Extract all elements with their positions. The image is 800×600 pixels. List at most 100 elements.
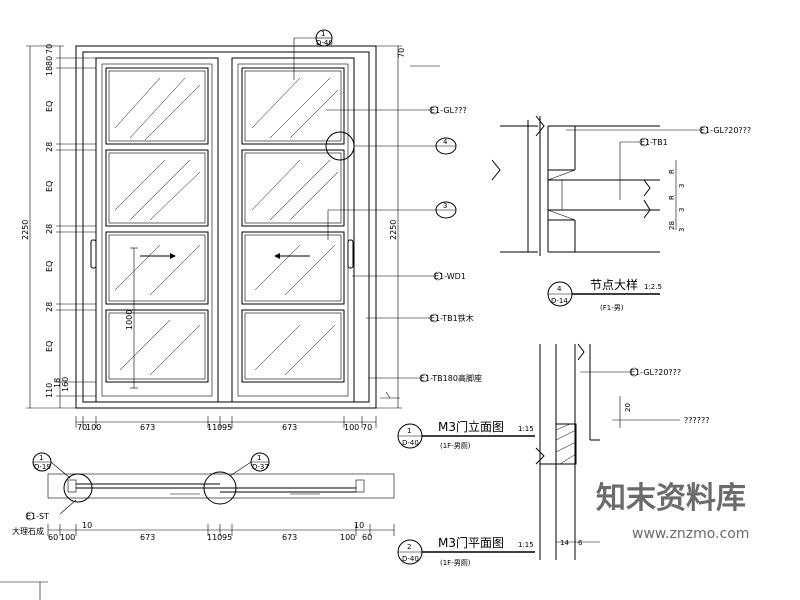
right-door-handle-icon [347, 239, 354, 269]
svg-text:60: 60 [48, 533, 58, 542]
label-wood: E1-WD1 [434, 272, 466, 281]
svg-text:3: 3 [443, 202, 447, 210]
svg-text:673: 673 [140, 423, 155, 432]
svg-text:1: 1 [257, 454, 261, 462]
detail-4: E1-GL?20??? E1-TB1 R 3 R 3 28 3 4 D-14 节… [491, 115, 751, 312]
svg-text:(1F-男厕): (1F-男厕) [440, 559, 471, 567]
watermark-text: 知末资料库 [596, 481, 746, 516]
top-dim-right: 70 [397, 48, 406, 58]
detail4-title: 节点大样 [590, 277, 638, 292]
watermark: 知末资料库 www.znzmo.com [596, 428, 790, 548]
label-frame: E1-TB1铁木 [430, 313, 474, 323]
door-plan: 1 D-19 1 D-37 E1-ST 大理石成 10 10 60 100 67… [0, 452, 395, 600]
svg-text:20: 20 [624, 403, 632, 412]
left-door-handle-icon [90, 239, 97, 269]
leaders-right: E1-GL??? 4 3 E1-WD1 E1-TB1铁木 E1-TB180高脚座 [325, 105, 482, 399]
arrow-left-icon [274, 253, 280, 259]
svg-text:D-14: D-14 [551, 297, 568, 305]
callout-section-1: 1 D-40 [293, 29, 333, 80]
svg-text:14: 14 [560, 539, 569, 547]
bottom-dimension-chain: 70 100 673 110 95 673 100 70 [75, 416, 377, 432]
label-stone-cn: 大理石成 [12, 526, 44, 536]
left-door-leaf [95, 57, 219, 403]
svg-text:100: 100 [344, 423, 359, 432]
svg-text:3: 3 [678, 208, 686, 212]
left-glass-panes [105, 67, 209, 383]
svg-text:70: 70 [77, 423, 87, 432]
svg-text:95: 95 [222, 533, 232, 542]
plan-bubble-mid [203, 471, 237, 505]
svg-text:110: 110 [207, 423, 222, 432]
svg-text:673: 673 [140, 533, 155, 542]
right-door-leaf [231, 57, 355, 403]
top-dim-left: 70 [45, 44, 54, 54]
plan-bubble-left [63, 473, 93, 503]
detail-bubble-4 [325, 131, 355, 161]
detail4-label-gl: E1-GL?20??? [700, 126, 751, 135]
svg-text:10: 10 [82, 521, 92, 530]
label-stone: E1-ST [26, 512, 49, 521]
svg-text:100: 100 [86, 423, 101, 432]
svg-text:4: 4 [557, 285, 562, 293]
total-height-dim: 2250 [21, 220, 30, 240]
svg-text:673: 673 [282, 423, 297, 432]
svg-text:10: 10 [354, 521, 364, 530]
elevation-title-text: M3门立面图 [438, 419, 504, 434]
svg-text:100: 100 [60, 533, 75, 542]
svg-text:6: 6 [578, 539, 583, 547]
detail-lower-label-gl: E1-GL?20??? [630, 368, 681, 377]
svg-text:EQ: EQ [45, 181, 54, 192]
svg-text:28: 28 [45, 224, 54, 234]
svg-text:(F1-男): (F1-男) [600, 304, 624, 312]
svg-text:1:2.5: 1:2.5 [644, 283, 662, 291]
svg-text:1: 1 [39, 454, 43, 462]
door-frame-inner [82, 51, 370, 403]
svg-text:28: 28 [668, 221, 676, 230]
svg-text:18: 18 [45, 66, 54, 76]
plan-title-text: M3门平面图 [438, 535, 504, 550]
svg-text:3: 3 [678, 184, 686, 188]
svg-text:2: 2 [407, 543, 411, 551]
svg-text:R: R [668, 169, 676, 174]
svg-text:EQ: EQ [45, 341, 54, 352]
svg-text:R: R [668, 195, 676, 200]
svg-text:70: 70 [362, 423, 372, 432]
total-height-dim-right: 2250 [389, 220, 398, 240]
watermark-url: www.znzmo.com [632, 526, 749, 542]
detail4-label-tb: E1-TB1 [640, 138, 668, 147]
svg-text:28: 28 [45, 142, 54, 152]
door-elevation: 1000 2250 70 80 18 EQ 28 EQ 28 EQ [21, 29, 482, 432]
svg-text:D-40: D-40 [402, 555, 419, 563]
svg-text:EQ: EQ [45, 261, 54, 272]
svg-text:1:15: 1:15 [518, 541, 534, 549]
left-dimension-chain: 2250 70 80 18 EQ 28 EQ 28 EQ 28 EQ 110 1… [21, 44, 96, 409]
svg-text:EQ: EQ [45, 101, 54, 112]
svg-text:3: 3 [678, 228, 686, 232]
svg-text:60: 60 [362, 533, 372, 542]
inner-height-dim: 1000 [125, 310, 134, 330]
plan-title: 2 D-40 M3门平面图 1:15 (1F-男厕) [397, 535, 535, 567]
detail-lower-label-q: ?????? [684, 416, 709, 425]
svg-text:673: 673 [282, 533, 297, 542]
label-glass: E1-GL??? [430, 106, 467, 115]
detail-lower: E1-GL?20??? 20 ?????? 14 6 [535, 343, 709, 560]
svg-text:100: 100 [340, 533, 355, 542]
svg-text:1:15: 1:15 [518, 425, 534, 433]
svg-text:18: 18 [53, 378, 62, 388]
elevation-title: 1 D-40 M3门立面图 1:15 (1F-男厕) [397, 419, 535, 450]
svg-text:(1F-男厕): (1F-男厕) [440, 442, 471, 450]
svg-text:110: 110 [207, 533, 222, 542]
plan-callout-left: 1 D-19 [32, 452, 71, 479]
svg-text:110: 110 [45, 383, 54, 398]
svg-text:D-40: D-40 [316, 39, 333, 47]
door-frame-outer [75, 45, 377, 409]
right-glass-panes [241, 67, 345, 383]
svg-text:1: 1 [407, 427, 411, 435]
svg-text:80: 80 [45, 56, 54, 66]
svg-text:160: 160 [61, 377, 70, 392]
svg-text:95: 95 [222, 423, 232, 432]
arrow-right-icon [170, 253, 176, 259]
svg-text:28: 28 [45, 302, 54, 312]
plan-callout-mid: 1 D-37 [229, 452, 270, 477]
